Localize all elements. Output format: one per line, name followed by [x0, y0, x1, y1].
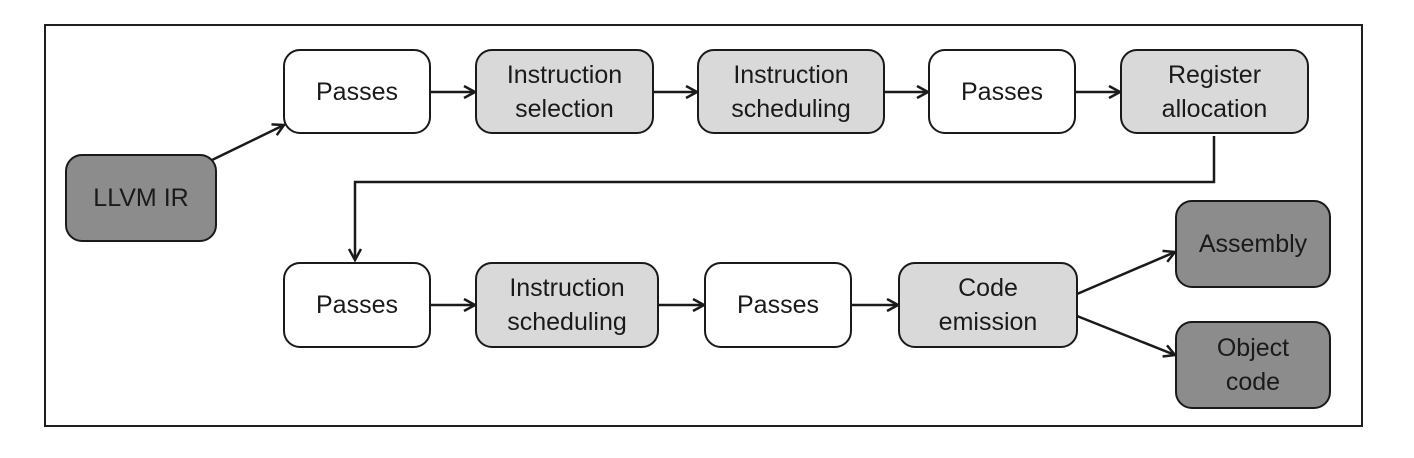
- node-passes-2: Passes: [928, 49, 1076, 134]
- node-object-code: Object code: [1175, 321, 1331, 409]
- node-passes-1: Passes: [283, 49, 431, 134]
- node-instruction-selection: Instruction selection: [475, 49, 654, 134]
- node-code-emission: Code emission: [898, 262, 1078, 348]
- node-instruction-scheduling-1: Instruction scheduling: [697, 49, 885, 134]
- node-llvm-ir: LLVM IR: [65, 154, 217, 242]
- node-register-allocation: Register allocation: [1120, 49, 1309, 134]
- node-instruction-scheduling-2: Instruction scheduling: [475, 262, 659, 348]
- node-passes-3: Passes: [283, 262, 431, 348]
- node-passes-4: Passes: [704, 262, 852, 348]
- node-assembly: Assembly: [1175, 200, 1331, 288]
